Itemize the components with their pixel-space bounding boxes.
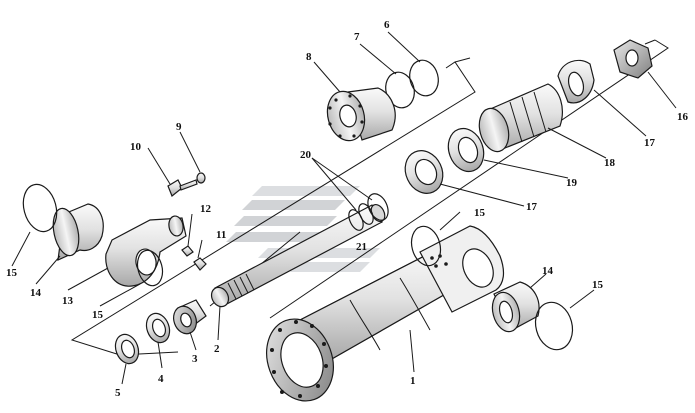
callout-8: 8: [306, 51, 312, 63]
snap-ring-part-15-b: [136, 249, 164, 287]
washer-part-4: [145, 312, 171, 344]
watermark-logo: [226, 186, 380, 272]
snap-ring-part-5: [114, 333, 140, 365]
ring-part-17-lower: [404, 150, 444, 194]
cylinder-barrel-part: [266, 225, 505, 402]
gland-nut-part-16: [613, 39, 653, 79]
callout-16: 16: [677, 111, 689, 123]
callout-21: 21: [356, 241, 367, 253]
callout-15-mid: 15: [92, 309, 104, 321]
callout-11: 11: [216, 229, 226, 241]
bushing-part-14-right: [491, 281, 540, 333]
gland-part-18: [478, 83, 563, 153]
ring-part-19: [447, 127, 485, 173]
washer-part-9: [196, 172, 206, 184]
callout-labels: 1 2 3 4 5 6 7 8 9 10 11 12 13 14 14 15 1…: [6, 19, 689, 399]
callout-5: 5: [115, 387, 121, 399]
callout-15-barrel: 15: [474, 207, 486, 219]
callout-6: 6: [384, 19, 390, 31]
rod-eye-part-13: [105, 215, 187, 287]
callout-2: 2: [214, 343, 220, 355]
callout-20: 20: [300, 149, 312, 161]
callout-3: 3: [192, 353, 198, 365]
leader-lines: [11, 31, 677, 385]
snap-ring-part-15-c: [410, 225, 442, 267]
callout-19: 19: [566, 177, 578, 189]
assembly-bracket-lines: [70, 39, 669, 356]
fitting-part-11: [193, 257, 207, 271]
ring-part-6: [409, 59, 439, 97]
grease-nipple-part-12: [181, 245, 194, 257]
callout-4: 4: [158, 373, 164, 385]
snap-ring-part-15-d: [534, 301, 574, 351]
callout-12: 12: [200, 203, 212, 215]
callout-18: 18: [604, 157, 616, 169]
nut-part-3: [173, 299, 207, 335]
bolt-part-10: [167, 179, 198, 197]
callout-14-right: 14: [542, 265, 554, 277]
piston-part-8: [326, 87, 396, 142]
callout-10: 10: [130, 141, 142, 153]
bushing-part-14-left: [52, 203, 104, 261]
callout-15-left: 15: [6, 267, 18, 279]
callout-1: 1: [410, 375, 416, 387]
callout-15-right: 15: [592, 279, 604, 291]
ring-part-17-upper: [557, 59, 595, 104]
snap-ring-part-15-a: [22, 183, 58, 233]
rod-seal-rings: [348, 193, 389, 231]
callout-9: 9: [176, 121, 182, 133]
callout-17-upper: 17: [644, 137, 656, 149]
callout-7: 7: [354, 31, 360, 43]
piston-rod-part: [210, 203, 386, 308]
callout-17-lower: 17: [526, 201, 538, 213]
callout-14-left: 14: [30, 287, 42, 299]
callout-13: 13: [62, 295, 74, 307]
